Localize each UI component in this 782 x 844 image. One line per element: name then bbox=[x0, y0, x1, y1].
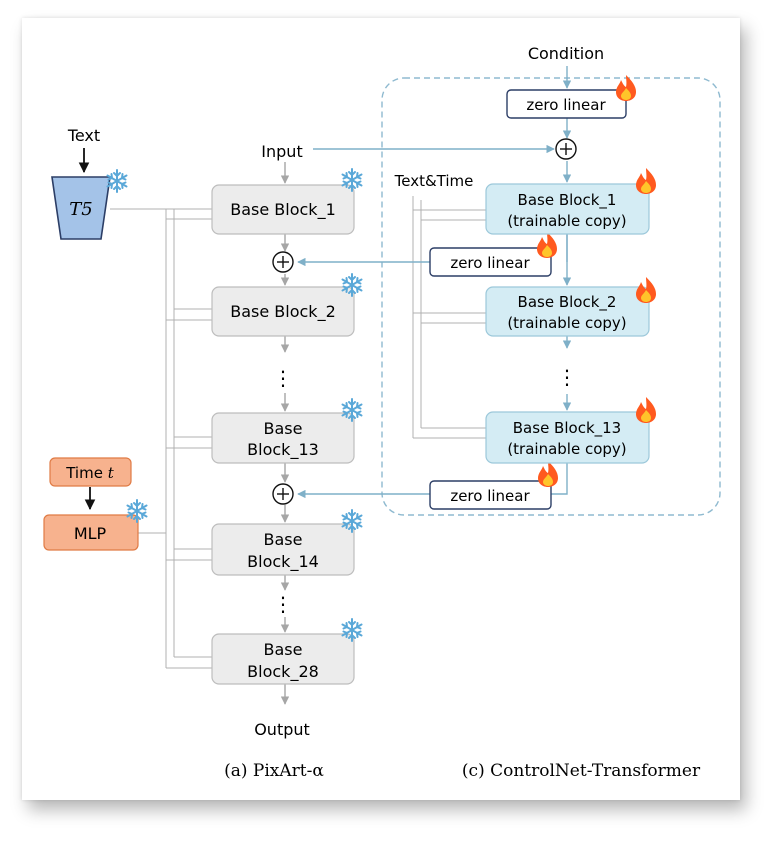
sum-node bbox=[555, 138, 577, 160]
text-input-label: Text bbox=[67, 126, 100, 145]
flame-icon bbox=[538, 461, 558, 487]
block-label-line1: Base Block_13 bbox=[513, 419, 621, 438]
text-time-label: Text&Time bbox=[394, 172, 474, 190]
t5-label: T5 bbox=[69, 199, 92, 220]
snowflake-icon bbox=[106, 169, 128, 193]
t5-encoder bbox=[51, 176, 111, 240]
trainable-block: Base Block_13 (trainable copy) bbox=[485, 397, 656, 464]
block-label-line1: Base bbox=[264, 640, 303, 659]
flame-icon bbox=[636, 277, 656, 303]
sum-node bbox=[272, 251, 294, 273]
zero-linear-box: zero linear bbox=[429, 232, 557, 277]
svg-text:zero linear: zero linear bbox=[450, 254, 530, 272]
input-label: Input bbox=[261, 142, 302, 161]
time-box bbox=[49, 457, 132, 487]
controlnet-arrows bbox=[297, 66, 572, 499]
flame-icon bbox=[636, 168, 656, 194]
pixart-block: Base Block_1 bbox=[211, 168, 363, 235]
mlp-label: MLP bbox=[74, 524, 107, 543]
flame-icon bbox=[636, 397, 656, 423]
output-label: Output bbox=[254, 720, 310, 739]
ellipsis: ⋮ bbox=[273, 366, 293, 390]
pixart-block: Base Block_13 bbox=[211, 398, 363, 464]
mlp-box bbox=[43, 514, 139, 551]
zero-linear-box: zero linear bbox=[429, 461, 558, 510]
pixart-block: Base Block_14 bbox=[211, 509, 363, 576]
block-label: Base Block_1 bbox=[230, 200, 336, 220]
ellipsis: ⋮ bbox=[273, 592, 293, 616]
ellipsis: ⋮ bbox=[557, 365, 577, 389]
svg-text:zero linear: zero linear bbox=[450, 487, 530, 505]
caption-pixart: (a) PixArt-α bbox=[224, 761, 324, 781]
block-label-line2: Block_13 bbox=[247, 440, 319, 460]
sum-node bbox=[272, 483, 294, 505]
block-label-line1: Base bbox=[264, 419, 303, 438]
zero-linear-box: zero linear bbox=[506, 75, 636, 119]
block-label: Base Block_2 bbox=[230, 302, 336, 322]
svg-text:zero linear: zero linear bbox=[526, 96, 606, 114]
block-label-line1: Base Block_1 bbox=[518, 191, 617, 210]
trainable-block: Base Block_2 (trainable copy) bbox=[485, 277, 656, 337]
condition-label: Condition bbox=[528, 44, 604, 63]
block-label-line2: (trainable copy) bbox=[507, 212, 626, 230]
pixart-block: Base Block_2 bbox=[211, 273, 363, 337]
flame-icon bbox=[537, 232, 557, 258]
block-label-line2: Block_28 bbox=[247, 662, 319, 682]
time-label: Time t bbox=[65, 464, 115, 482]
flame-icon bbox=[616, 75, 636, 101]
trainable-block: Base Block_1 (trainable copy) bbox=[485, 168, 656, 235]
block-label-line2: (trainable copy) bbox=[507, 314, 626, 332]
controlnet-region bbox=[381, 77, 721, 516]
block-label-line2: (trainable copy) bbox=[507, 440, 626, 458]
conditioning-lines bbox=[110, 196, 487, 669]
block-label-line1: Base bbox=[264, 530, 303, 549]
pixart-block: Base Block_28 bbox=[211, 618, 363, 685]
block-label-line1: Base Block_2 bbox=[518, 293, 617, 312]
caption-controlnet: (c) ControlNet-Transformer bbox=[462, 761, 701, 781]
block-label-line2: Block_14 bbox=[247, 552, 319, 572]
